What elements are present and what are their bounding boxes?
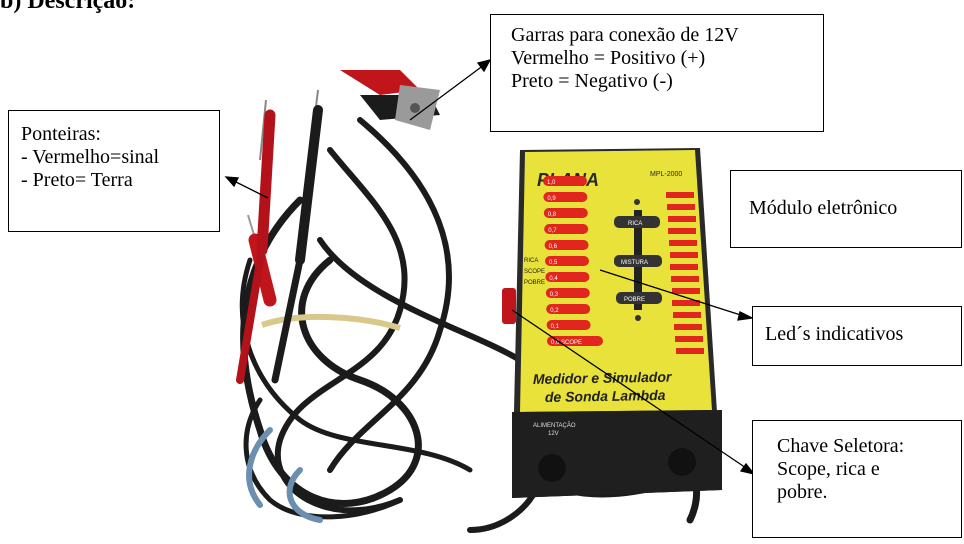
- callout-chave: Chave Seletora: Scope, rica e pobre.: [752, 420, 962, 538]
- leds-line-1: Led´s indicativos: [765, 323, 904, 345]
- power-label: ALIMENTAÇÃO: [533, 422, 576, 429]
- led-value-label: 0,6: [549, 244, 558, 250]
- led-pill: [543, 176, 587, 186]
- led-value-label: 0,8: [548, 212, 557, 218]
- led-value-label: 0,2: [550, 308, 559, 314]
- connectors: [538, 448, 696, 482]
- ponteiras-line-1: Ponteiras:: [21, 123, 101, 145]
- selector-switch: [502, 288, 516, 324]
- led-bottom-label: 0,0 SCOPE: [551, 340, 582, 346]
- blue-cables: [246, 427, 323, 523]
- probes: [236, 89, 323, 384]
- cable-tie: [261, 313, 401, 331]
- chave-line-3: pobre.: [777, 481, 828, 503]
- callout-ponteiras: Ponteiras: - Vermelho=sinal - Preto= Ter…: [8, 110, 220, 232]
- led-value-label: 0,3: [550, 292, 559, 298]
- led-value-label: 0,5: [549, 260, 558, 266]
- garras-line-3: Preto = Negativo (-): [511, 70, 673, 92]
- switch-label-pobre: POBRE: [524, 280, 545, 286]
- indicator-bottom-label: POBRE: [624, 297, 645, 303]
- callout-modulo: Módulo eletrônico: [730, 170, 962, 248]
- led-value-label: 0,9: [547, 196, 556, 202]
- led-bars-right: [666, 192, 704, 354]
- garras-line-1: Garras para conexão de 12V: [511, 24, 739, 46]
- garras-line-2: Vermelho = Positivo (+): [511, 47, 706, 69]
- led-value-label: 0,7: [548, 228, 557, 234]
- indicator-top-label: RICA: [628, 221, 642, 227]
- device-model: MPL-2000: [650, 171, 682, 178]
- power-voltage: 12V: [548, 431, 559, 437]
- callout-leds: Led´s indicativos: [752, 306, 962, 366]
- switch-label-rica: RICA: [524, 258, 538, 264]
- led-pill: [545, 288, 590, 298]
- led-value-label: 1,0: [547, 180, 556, 186]
- alligator-clamps: [340, 70, 440, 130]
- led-pill: [543, 208, 588, 218]
- modulo-line-1: Módulo eletrônico: [749, 197, 898, 219]
- device-name-line2: de Sonda Lambda: [545, 387, 666, 405]
- ponteiras-line-3: - Preto= Terra: [21, 169, 133, 191]
- chave-line-1: Chave Seletora:: [777, 435, 905, 457]
- led-value-label: 0,4: [549, 276, 558, 282]
- electronic-module: [512, 148, 722, 498]
- ponteiras-line-2: - Vermelho=sinal: [21, 146, 160, 168]
- device-name-line1: Medidor e Simulador: [533, 369, 673, 387]
- chave-line-2: Scope, rica e: [777, 458, 880, 480]
- led-pill: [545, 256, 589, 266]
- led-pill: [543, 192, 588, 202]
- led-pill: [546, 320, 591, 330]
- led-pill: [544, 240, 589, 250]
- callout-garras: Garras para conexão de 12V Vermelho = Po…: [490, 14, 824, 132]
- callout-arrows: [224, 59, 756, 476]
- indicator-mid-label: MISTURA: [621, 260, 648, 266]
- led-value-label: 0,1: [551, 324, 560, 330]
- section-heading: b) Descrição:: [0, 0, 136, 14]
- led-pill: [544, 224, 589, 234]
- led-pill: [546, 304, 591, 314]
- switch-label-scope: SCOPE: [524, 269, 545, 275]
- led-pill: [545, 272, 590, 282]
